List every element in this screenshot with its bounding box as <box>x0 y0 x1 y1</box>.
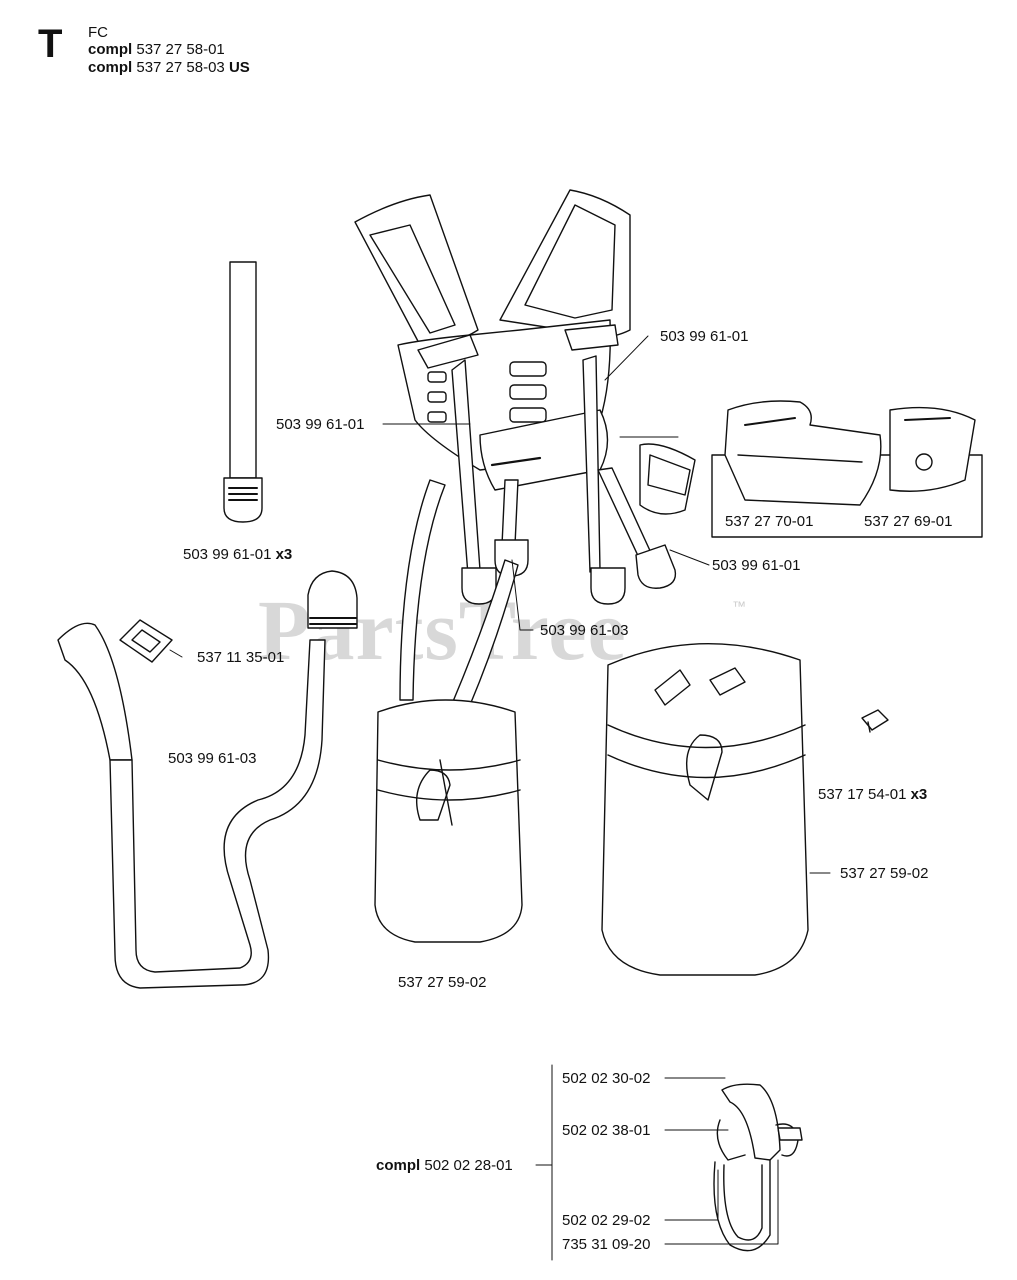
part-label: 502 02 30-02 <box>562 1070 650 1088</box>
part-number: 502 02 38-01 <box>562 1122 651 1139</box>
quantity-suffix: x3 <box>910 786 928 803</box>
quantity-suffix: x3 <box>275 546 293 563</box>
part-number: 537 11 35-01 <box>197 649 285 666</box>
part-number: 537 17 54-01 <box>818 786 907 803</box>
part-label: compl 502 02 28-01 <box>376 1157 513 1175</box>
screw-illustration <box>861 709 889 733</box>
region-suffix: US <box>228 59 250 76</box>
part-number: 502 02 30-02 <box>562 1070 651 1087</box>
assembly-number: 537 27 58-01 <box>136 41 225 58</box>
part-label: 537 17 54-01 x3 <box>818 786 927 804</box>
part-label: 537 11 35-01 <box>197 649 284 667</box>
part-number: 537 27 59-02 <box>840 865 929 882</box>
harness-illustration <box>354 189 696 729</box>
part-label: 537 27 69-01 <box>864 513 952 531</box>
shoulder-pad-illustration <box>57 570 358 989</box>
part-number: 503 99 61-01 <box>712 557 801 574</box>
part-label: 735 31 09-20 <box>562 1236 650 1254</box>
part-label: 503 99 61-01 <box>712 557 800 575</box>
strap-illustration <box>223 261 263 523</box>
part-label: 537 27 70-01 <box>725 513 813 531</box>
carry-bag-large-illustration <box>601 642 809 976</box>
hip-pad-illustrations <box>724 400 976 506</box>
part-number: 503 99 61-03 <box>540 622 629 639</box>
part-label: 503 99 61-01 x3 <box>183 546 292 564</box>
section-letter: T <box>38 22 63 66</box>
carry-bag-illustration <box>374 699 523 943</box>
group-code: FC <box>88 24 108 41</box>
part-number: 735 31 09-20 <box>562 1236 651 1253</box>
part-number: 537 27 70-01 <box>725 513 814 530</box>
part-label: 503 99 61-01 <box>660 328 748 346</box>
assembly-line-2: compl 537 27 58-03 US <box>88 59 250 76</box>
compl-prefix: compl <box>376 1157 421 1174</box>
compl-prefix: compl <box>88 41 133 58</box>
part-label: 502 02 29-02 <box>562 1212 650 1230</box>
part-label: 537 27 59-02 <box>840 865 928 883</box>
compl-prefix: compl <box>88 59 133 76</box>
leader-lines <box>169 335 831 1261</box>
part-number: 502 02 29-02 <box>562 1212 651 1229</box>
part-label: 503 99 61-03 <box>540 622 628 640</box>
assembly-number: 537 27 58-03 <box>136 59 225 76</box>
part-number: 537 27 59-02 <box>398 974 487 991</box>
part-number: 503 99 61-01 <box>183 546 272 563</box>
hook-assembly-illustration <box>713 1083 803 1252</box>
trademark-mark: ™ <box>732 598 746 614</box>
part-number: 503 99 61-01 <box>276 416 365 433</box>
part-label: 503 99 61-03 <box>168 750 256 768</box>
part-number: 503 99 61-03 <box>168 750 257 767</box>
part-label: 502 02 38-01 <box>562 1122 650 1140</box>
part-number: 502 02 28-01 <box>424 1157 513 1174</box>
assembly-line-1: compl 537 27 58-01 <box>88 41 225 58</box>
part-label: 537 27 59-02 <box>398 974 486 992</box>
part-number: 503 99 61-01 <box>660 328 749 345</box>
part-number: 537 27 69-01 <box>864 513 953 530</box>
part-label: 503 99 61-01 <box>276 416 364 434</box>
